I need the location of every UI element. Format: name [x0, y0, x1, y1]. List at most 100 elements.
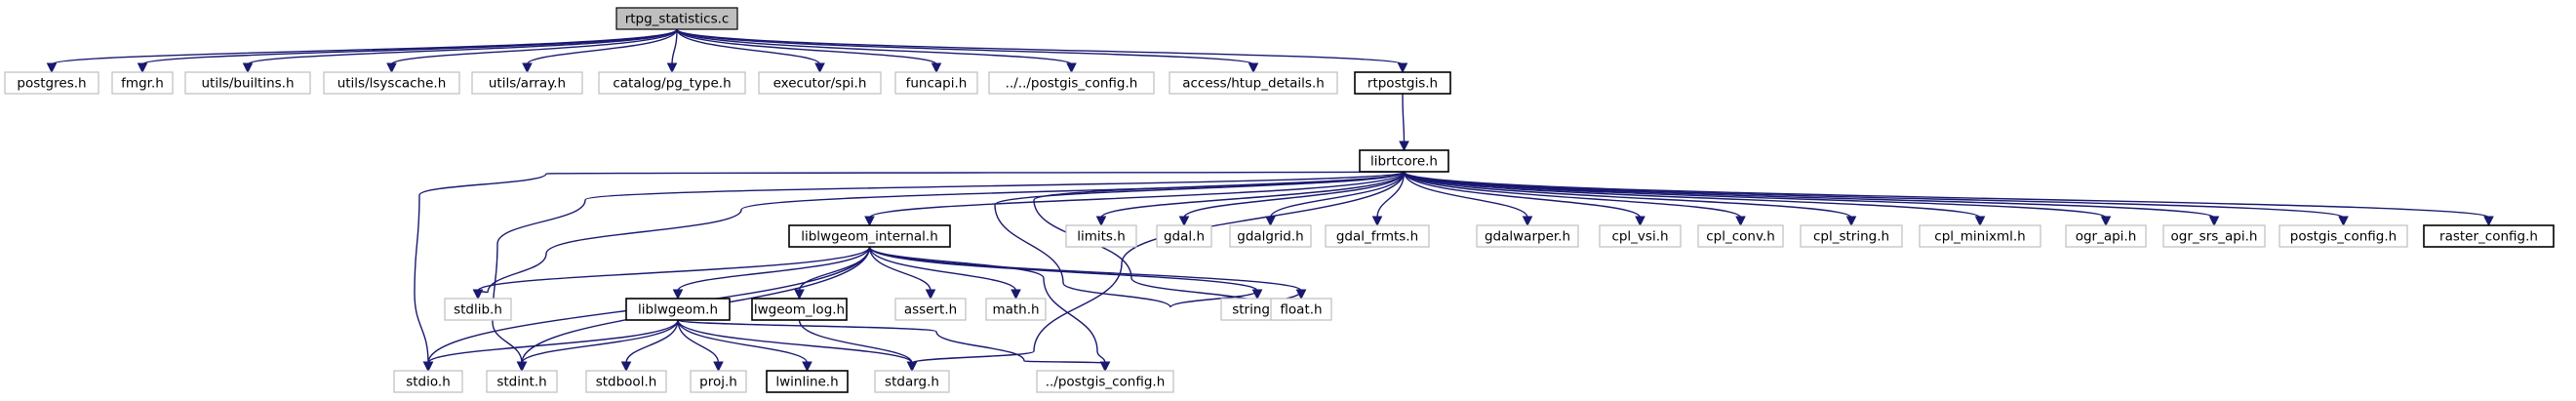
edge-rtpg-to-pgconf1: [676, 28, 1077, 74]
node-htup: access/htup_details.h: [1169, 71, 1338, 95]
edge-lwgint-to-liblwgeom: [672, 246, 871, 301]
node-fmgr: fmgr.h: [111, 71, 174, 95]
node-label-cplconv: cpl_conv.h: [1706, 229, 1775, 245]
node-label-builtins: utils/builtins.h: [201, 76, 294, 92]
edge-liblwgeom-to-stdbool: [620, 319, 679, 373]
node-label-proj: proj.h: [699, 375, 737, 390]
node-label-lsyscache: utils/lsyscache.h: [337, 76, 447, 92]
edge-liblwgeom-to-stdio: [422, 319, 679, 373]
edge-librtcore-to-lwgint: [864, 171, 1406, 227]
node-label-rasterconf: raster_config.h: [2439, 229, 2538, 245]
edge-librtcore-to-rasterconf: [1403, 171, 2494, 227]
node-cplminixml: cpl_minixml.h: [1919, 224, 2041, 248]
node-label-lwinline: lwinline.h: [775, 375, 838, 390]
node-gdalwarper: gdalwarper.h: [1476, 224, 1579, 248]
edge-librtcore-to-ogrsrs: [1403, 171, 2220, 227]
node-funcapi: funcapi.h: [894, 71, 978, 95]
node-liblwgeom[interactable]: liblwgeom.h: [625, 298, 731, 321]
node-math: math.h: [985, 298, 1047, 321]
node-label-spi: executor/spi.h: [773, 76, 867, 92]
edge-librtcore-to-gdalwarper: [1403, 171, 1533, 227]
node-label-float: float.h: [1280, 302, 1322, 318]
node-float: float.h: [1270, 298, 1332, 321]
node-gdalgrid: gdalgrid.h: [1229, 224, 1312, 248]
node-gdalfrmts: gdal_frmts.h: [1325, 224, 1430, 248]
edge-librtcore-to-pgconf2: [1403, 171, 2349, 227]
node-cplconv: cpl_conv.h: [1697, 224, 1784, 248]
edge-librtcore-to-stdint: [492, 171, 1406, 373]
edge-lwgint-to-lwglog: [794, 246, 871, 301]
node-label-stdbool: stdbool.h: [596, 375, 657, 390]
node-label-stdio: stdio.h: [406, 375, 451, 390]
node-librtcore[interactable]: librtcore.h: [1359, 149, 1449, 173]
node-spi: executor/spi.h: [758, 71, 882, 95]
edge-rtpg-to-builtins: [242, 28, 678, 74]
node-stdint: stdint.h: [486, 370, 558, 393]
node-label-librtcore: librtcore.h: [1370, 154, 1438, 170]
node-label-string: string.h: [1232, 302, 1283, 318]
edge-liblwgeom-to-stdint: [516, 319, 679, 373]
edge-rtpg-to-array: [522, 28, 678, 74]
node-lsyscache: utils/lsyscache.h: [323, 71, 460, 95]
edge-liblwgeom-to-lwinline: [677, 319, 812, 373]
node-rtpostgis[interactable]: rtpostgis.h: [1354, 71, 1451, 95]
node-ogrsrs: ogr_srs_api.h: [2162, 224, 2266, 248]
edge-rtpg-to-fmgr: [137, 28, 678, 74]
node-label-rtpg: rtpg_statistics.c: [625, 12, 730, 27]
node-array: utils/array.h: [471, 71, 583, 95]
edge-lwgint-to-stdlib: [472, 246, 871, 301]
node-stdbool: stdbool.h: [585, 370, 667, 393]
node-ograpi: ogr_api.h: [2065, 224, 2147, 248]
node-label-pgconf1: ../../postgis_config.h: [1006, 76, 1138, 92]
node-label-cplvsi: cpl_vsi.h: [1611, 229, 1668, 245]
node-rasterconf[interactable]: raster_config.h: [2423, 224, 2555, 248]
node-label-gdalwarper: gdalwarper.h: [1485, 229, 1570, 245]
node-pgconf1: ../../postgis_config.h: [988, 71, 1155, 95]
node-lwgint[interactable]: liblwgeom_internal.h: [788, 224, 951, 248]
edge-lwgint-to-assert: [868, 246, 936, 301]
node-label-pgtype: catalog/pg_type.h: [613, 76, 731, 92]
edge-librtcore-to-limits: [1095, 171, 1406, 227]
edge-rtpg-to-rtpostgis: [676, 28, 1408, 74]
edge-librtcore-to-cplvsi: [1403, 171, 1645, 227]
node-label-liblwgeom: liblwgeom.h: [638, 302, 718, 318]
node-label-limits: limits.h: [1077, 229, 1126, 245]
node-label-htup: access/htup_details.h: [1182, 76, 1325, 92]
edge-librtcore-to-ograpi: [1403, 171, 2112, 227]
node-label-pgconf3: ../postgis_config.h: [1046, 375, 1166, 390]
edge-lwgint-to-math: [868, 246, 1021, 301]
edge-librtcore-to-stdarg: [906, 171, 1406, 373]
edge-librtcore-to-gdalfrmts: [1371, 171, 1406, 227]
node-lwglog[interactable]: lwgeom_log.h: [751, 298, 848, 321]
node-label-cplminixml: cpl_minixml.h: [1934, 229, 2025, 245]
node-label-ogrsrs: ogr_srs_api.h: [2171, 229, 2258, 245]
graph-nodes: rtpg_statistics.c postgres.h fmgr.h utils/b…: [4, 7, 2555, 393]
node-label-array: utils/array.h: [489, 76, 566, 92]
node-proj: proj.h: [690, 370, 747, 393]
node-label-fmgr: fmgr.h: [121, 76, 164, 92]
node-label-gdalfrmts: gdal_frmts.h: [1336, 229, 1418, 245]
node-builtins: utils/builtins.h: [184, 71, 311, 95]
node-label-stdlib: stdlib.h: [454, 302, 502, 318]
edge-liblwgeom-to-pgconf3: [677, 319, 1111, 373]
node-lwinline[interactable]: lwinline.h: [766, 370, 849, 393]
edge-rtpostgis-to-librtcore: [1399, 93, 1409, 152]
edge-liblwgeom-to-proj: [677, 319, 724, 373]
node-label-lwgint: liblwgeom_internal.h: [801, 229, 938, 245]
node-gdal: gdal.h: [1156, 224, 1212, 248]
node-label-pgconf2: postgis_config.h: [2290, 229, 2397, 245]
node-label-math: math.h: [992, 302, 1039, 318]
node-label-postgres: postgres.h: [17, 76, 86, 92]
edge-rtpg-to-funcapi: [676, 28, 942, 74]
edge-lwglog-to-stdarg: [798, 319, 918, 373]
node-label-gdalgrid: gdalgrid.h: [1237, 229, 1303, 245]
graph-edges: [46, 28, 2494, 373]
edge-rtpg-to-spi: [676, 28, 825, 74]
node-rtpg: rtpg_statistics.c: [615, 7, 738, 30]
edge-lwgint-to-float: [868, 246, 1307, 301]
node-label-ograpi: ogr_api.h: [2076, 229, 2137, 245]
edge-librtcore-to-cplstring: [1403, 171, 1857, 227]
node-pgtype: catalog/pg_type.h: [598, 71, 746, 95]
node-pgconf2: postgis_config.h: [2279, 224, 2408, 248]
